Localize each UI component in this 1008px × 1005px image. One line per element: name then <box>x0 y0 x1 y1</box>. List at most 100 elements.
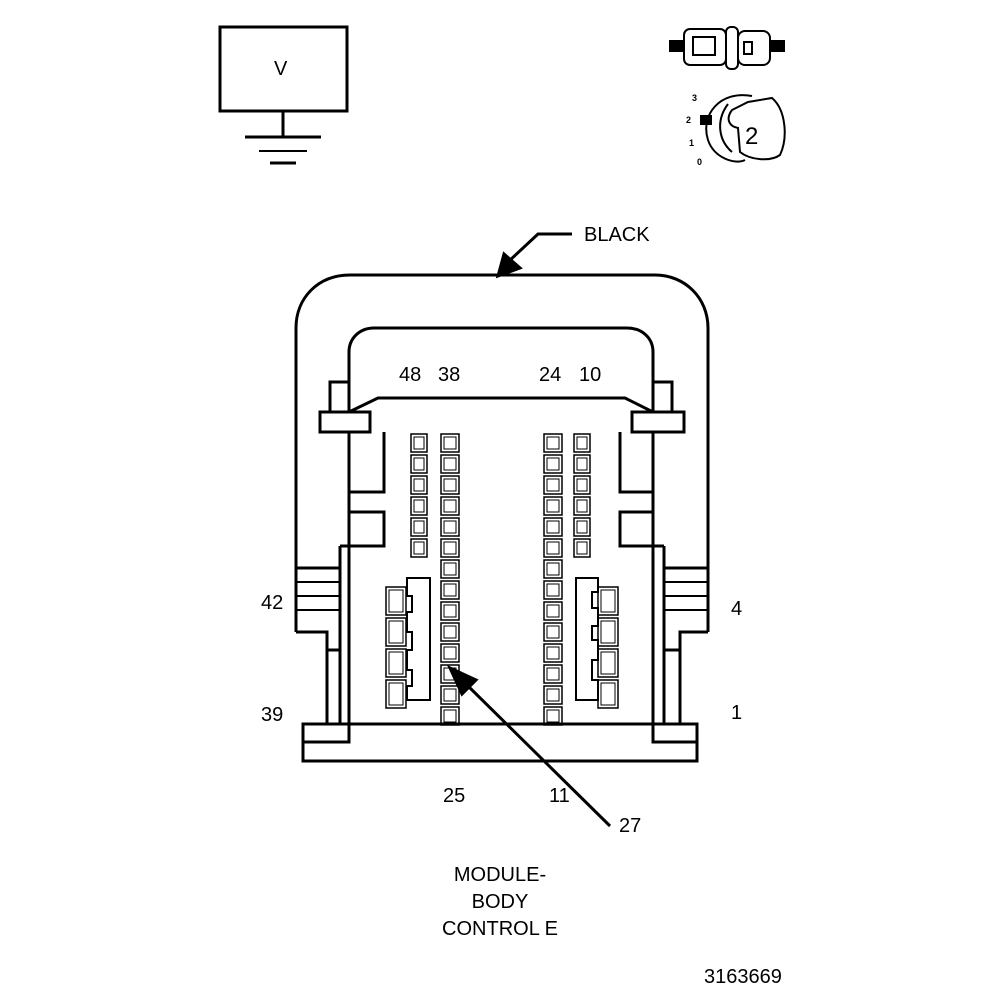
pin-cavity-inner <box>546 604 560 618</box>
pin-label-25: 25 <box>443 785 466 807</box>
pin-cavity <box>410 538 428 558</box>
pin-cavity <box>543 538 563 558</box>
pin-cavity <box>410 433 428 453</box>
pin-cavity <box>573 475 591 495</box>
pin-label-38: 38 <box>438 364 461 386</box>
pin-cavity <box>543 622 563 642</box>
pin-cavity <box>440 685 460 705</box>
pin-cavity <box>573 433 591 453</box>
pin-cavity <box>440 517 460 537</box>
pin-cavity <box>543 496 563 516</box>
pin-cavity-inner <box>546 667 560 681</box>
pin-cavity <box>440 454 460 474</box>
pin-label-4: 4 <box>731 598 743 620</box>
pin-cavity <box>543 664 563 684</box>
pin-cavity <box>543 685 563 705</box>
ignition-position-3: 3 <box>692 93 698 103</box>
pin-cavity <box>597 648 619 678</box>
pin-cavity-inner <box>388 620 404 644</box>
pin-cavity-inner <box>443 562 457 576</box>
pin-cavity <box>440 559 460 579</box>
figure-id: 3163669 <box>704 966 782 988</box>
component-name-line2: BODY <box>471 891 529 913</box>
connector-color-label: BLACK <box>584 224 650 246</box>
pin-cavity <box>410 454 428 474</box>
connector-body <box>294 273 710 763</box>
pin-cavity-inner <box>413 499 425 513</box>
pin-cavity <box>385 648 407 678</box>
pin-cavity-inner <box>546 646 560 660</box>
pin-cavity <box>543 601 563 621</box>
pin-cavity-inner <box>443 625 457 639</box>
pin-cavity <box>440 601 460 621</box>
voltmeter-label: V <box>274 58 288 80</box>
pin-cavities <box>385 433 619 726</box>
pin-cavity <box>573 496 591 516</box>
ignition-selected-position: 2 <box>745 123 759 150</box>
ignition-switch-icon <box>700 94 786 163</box>
pin-cavity-inner <box>413 478 425 492</box>
pin-cavity-inner <box>576 478 588 492</box>
pin-cavity <box>573 517 591 537</box>
pin-cavity <box>597 586 619 616</box>
ignition-position-0: 0 <box>697 157 703 167</box>
pin-cavity <box>385 617 407 647</box>
pin-cavity <box>440 496 460 516</box>
pin-cavity-inner <box>443 646 457 660</box>
voltmeter-icon <box>218 25 349 165</box>
ignition-position-2: 2 <box>686 115 692 125</box>
pin-cavity-inner <box>546 709 560 723</box>
connector-plug-icon <box>669 26 785 70</box>
pin-cavity <box>543 643 563 663</box>
component-name-line3: CONTROL E <box>442 918 558 940</box>
pin-cavity-inner <box>413 436 425 450</box>
pin-cavity <box>543 475 563 495</box>
pin-cavity <box>543 433 563 453</box>
pin-cavity-inner <box>600 682 616 706</box>
pin-cavity <box>597 679 619 709</box>
pin-cavity <box>410 517 428 537</box>
pin-cavity-inner <box>443 604 457 618</box>
pin-cavity-inner <box>443 688 457 702</box>
pin-cavity <box>573 454 591 474</box>
pin-label-42: 42 <box>261 592 284 614</box>
pin-cavity-inner <box>388 589 404 613</box>
pin-cavity <box>440 475 460 495</box>
pin-cavity <box>573 538 591 558</box>
pin-cavity-inner <box>388 651 404 675</box>
pin-label-1: 1 <box>731 702 743 724</box>
pin-cavity <box>543 454 563 474</box>
pin-cavity-inner <box>443 520 457 534</box>
pin-cavity <box>440 622 460 642</box>
pin-cavity <box>440 706 460 726</box>
pin-cavity-inner <box>576 499 588 513</box>
pin-label-48: 48 <box>399 364 422 386</box>
pin-cavity-inner <box>546 520 560 534</box>
pin-cavity <box>543 706 563 726</box>
pin-cavity <box>440 433 460 453</box>
pin-label-24: 24 <box>539 364 562 386</box>
color-callout-arrow <box>495 232 572 279</box>
pin-cavity-inner <box>576 436 588 450</box>
pin-cavity <box>410 496 428 516</box>
pin-cavity-inner <box>600 620 616 644</box>
pin-cavity <box>440 538 460 558</box>
pin-cavity <box>385 679 407 709</box>
pin-cavity-inner <box>413 541 425 555</box>
pin-cavity <box>597 617 619 647</box>
pin-cavity-inner <box>443 709 457 723</box>
ignition-position-1: 1 <box>689 138 695 148</box>
pin-cavity-inner <box>546 436 560 450</box>
pin-cavity-inner <box>443 436 457 450</box>
pin-cavity-inner <box>576 520 588 534</box>
pin-cavity-inner <box>546 625 560 639</box>
pin-cavity <box>385 586 407 616</box>
pin-cavity-inner <box>413 520 425 534</box>
pin-callout-arrow <box>446 664 612 828</box>
pin-cavity-inner <box>576 541 588 555</box>
pin-cavity-inner <box>546 562 560 576</box>
pin-cavity <box>410 475 428 495</box>
pin-label-39: 39 <box>261 704 284 726</box>
component-name: MODULE- BODY CONTROL E <box>400 862 600 943</box>
pin-cavity-inner <box>443 583 457 597</box>
